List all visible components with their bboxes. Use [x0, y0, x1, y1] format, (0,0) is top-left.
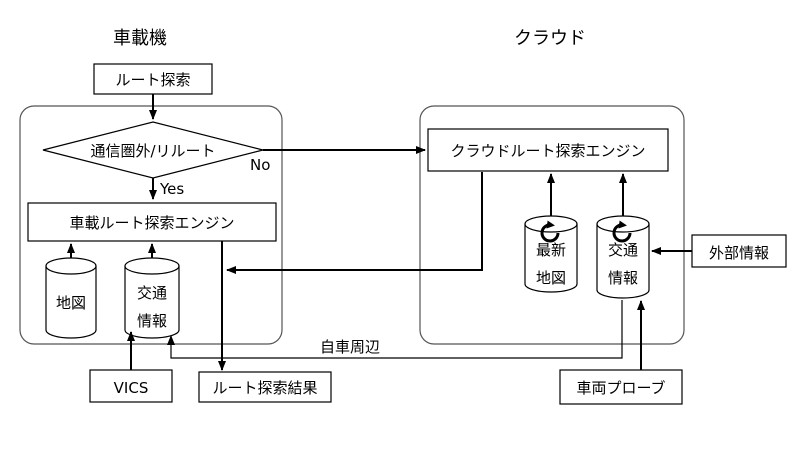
- yes-label: Yes: [159, 180, 184, 198]
- surroundings-label: 自車周辺: [320, 338, 380, 356]
- route-result-label: ルート探索結果: [212, 379, 317, 397]
- arrow-cloud-to-vehicle: [226, 172, 483, 274]
- route-result-box: [198, 371, 332, 403]
- no-label: No: [250, 156, 270, 174]
- cloud-engine-box: [427, 128, 669, 172]
- cloud-region: [419, 105, 685, 345]
- refresh-icon: [612, 220, 632, 243]
- latest-map-label-1: 最新: [536, 241, 566, 259]
- vehicle-map-label: 地図: [56, 294, 86, 312]
- arrow-surroundings-feed: [167, 300, 623, 359]
- decision-label: 通信圏外/リルート: [90, 142, 215, 160]
- vics-box: [89, 369, 173, 403]
- vehicle-region-title: 車載機: [113, 28, 167, 49]
- vehicle-engine-box: [27, 202, 277, 242]
- latest-map-label-2: 地図: [536, 269, 566, 287]
- vehicle-traffic-label-1: 交通: [137, 284, 167, 302]
- cloud-region-title: クラウド: [514, 28, 586, 49]
- vehicle-region: [19, 105, 283, 345]
- cloud-engine-label: クラウドルート探索エンジン: [450, 142, 645, 160]
- refresh-icon: [540, 220, 560, 243]
- external-info-label: 外部情報: [709, 244, 769, 262]
- vehicle-engine-label: 車載ルート探索エンジン: [69, 214, 234, 232]
- route-search-label: ルート探索: [115, 71, 190, 89]
- cloud-traffic-label-1: 交通: [608, 241, 638, 259]
- route-search-box: [93, 63, 213, 95]
- vics-label: VICS: [114, 379, 149, 397]
- vehicle-traffic-label-2: 情報: [137, 312, 167, 330]
- vehicle-probe-label: 車両プローブ: [576, 379, 665, 397]
- cloud-traffic-label-2: 情報: [608, 269, 638, 287]
- vehicle-probe-box: [559, 369, 683, 405]
- vehicle-map-database: [45, 257, 97, 339]
